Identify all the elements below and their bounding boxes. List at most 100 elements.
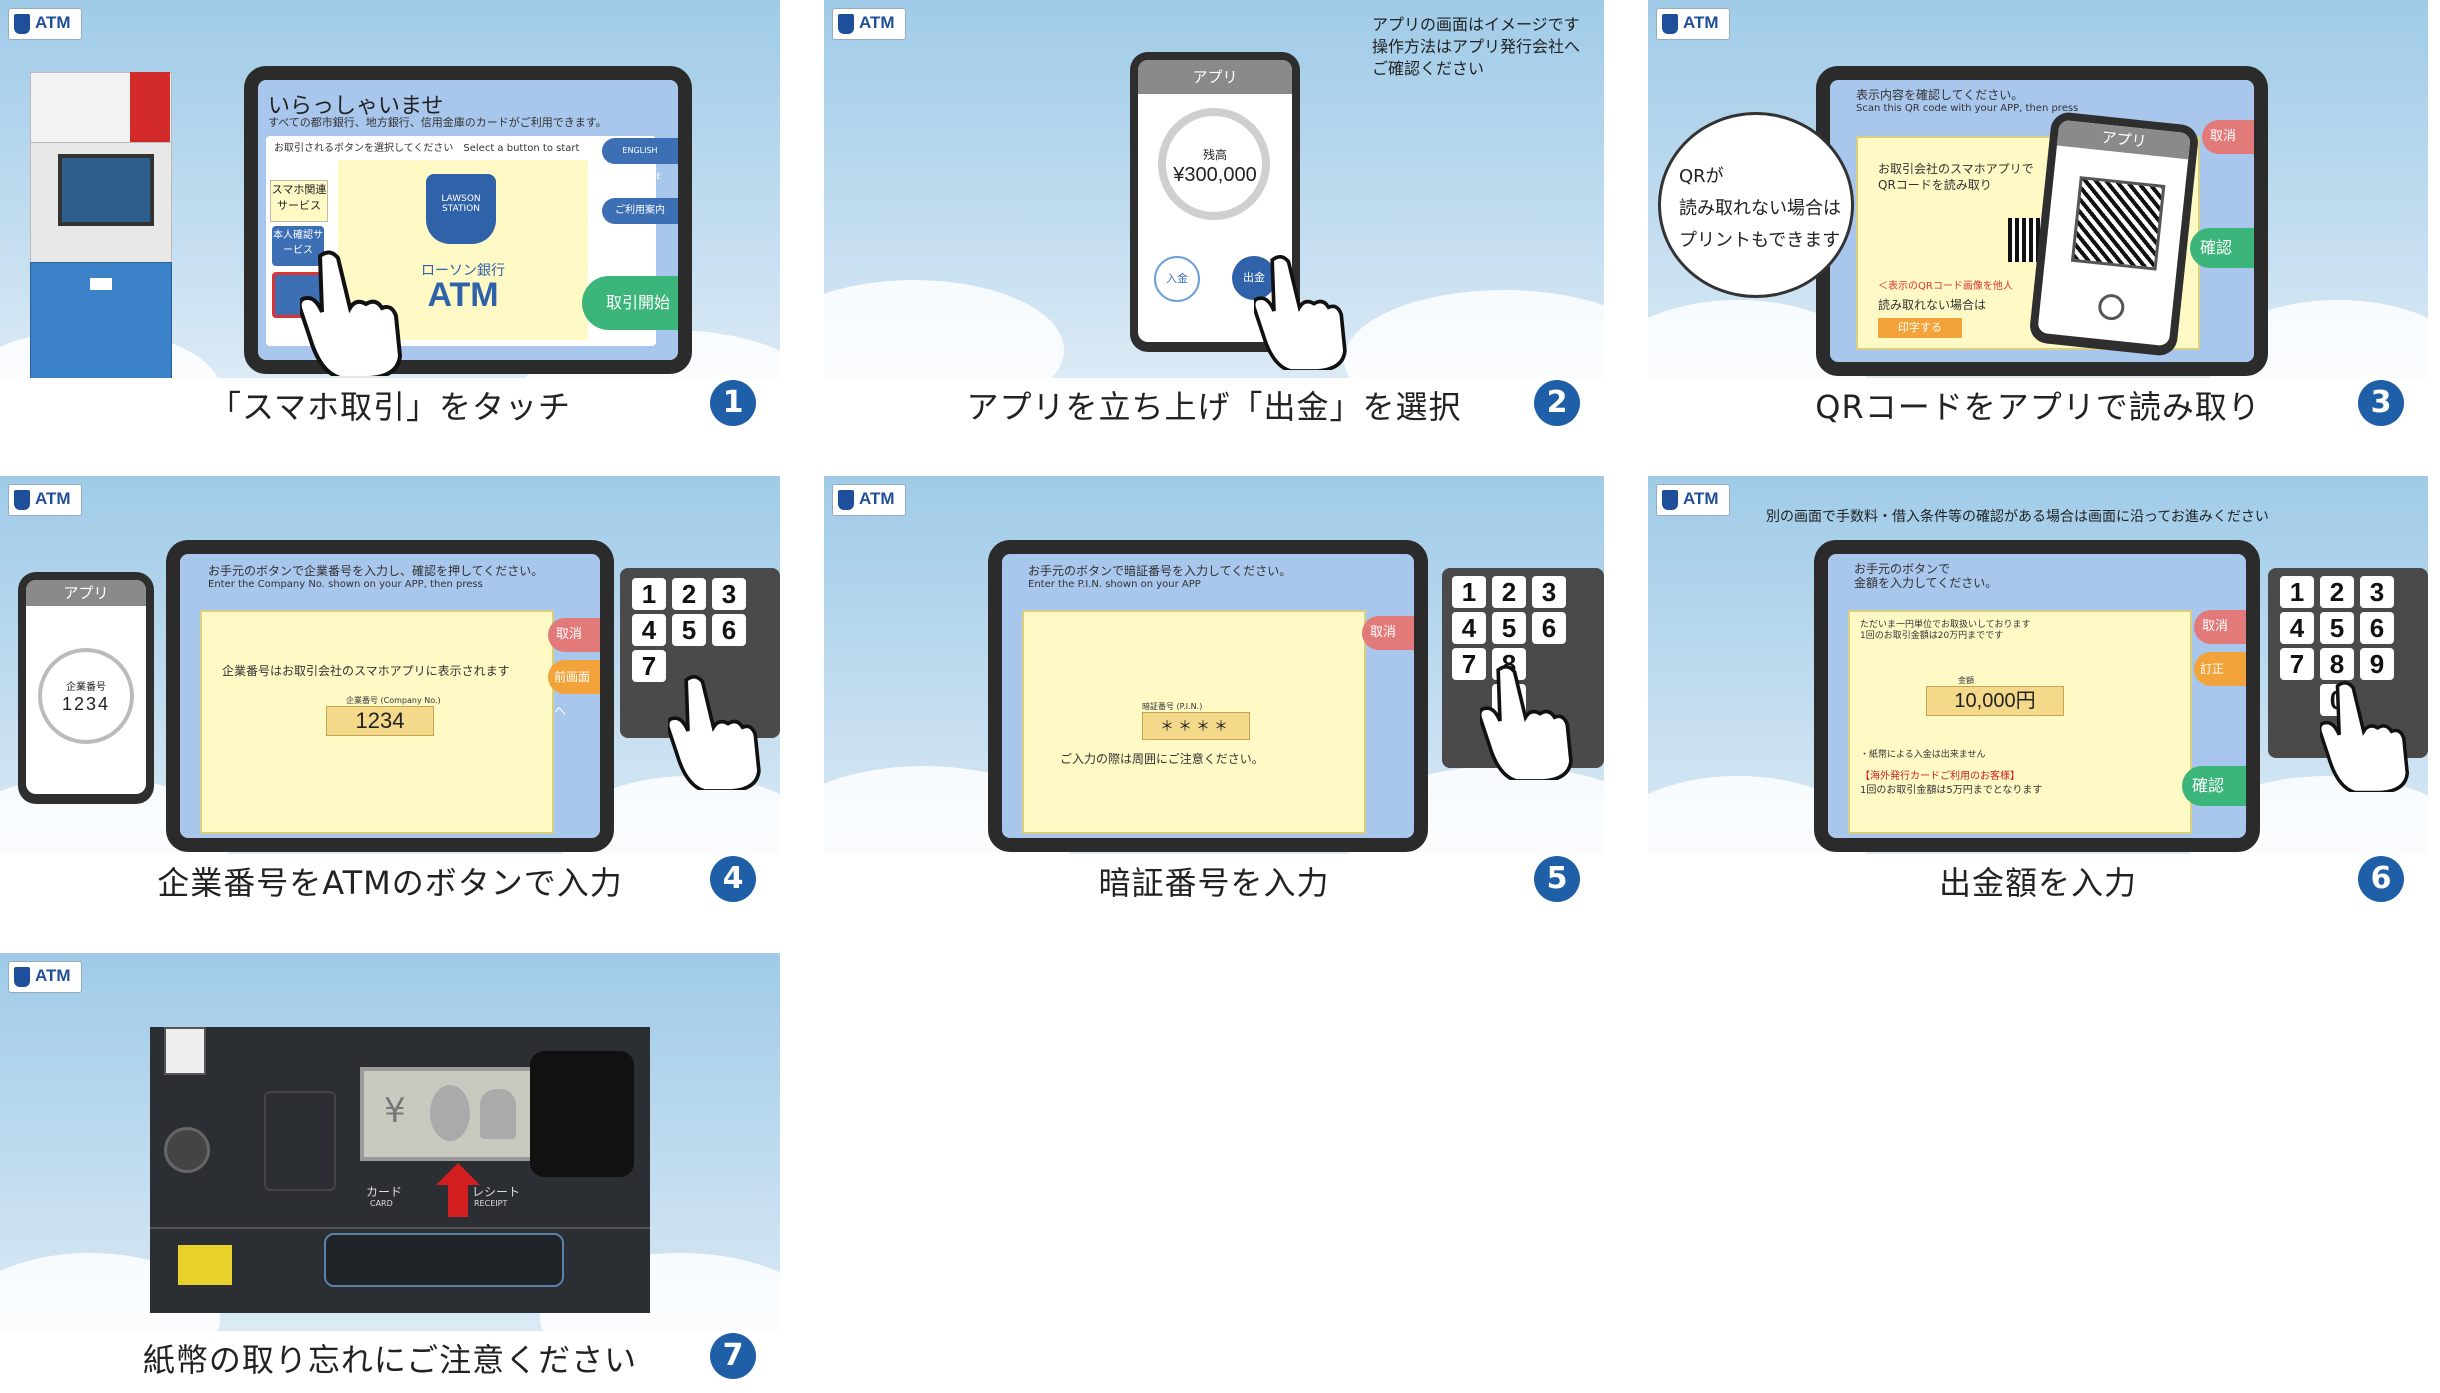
yellow-sticker bbox=[178, 1245, 232, 1285]
brand-atm: ATM bbox=[427, 276, 499, 314]
step-5-caption: 暗証番号を入力 bbox=[1098, 864, 1330, 902]
cancel-button[interactable]: 取消 bbox=[2194, 610, 2246, 644]
step-4-panel: ATM アプリ 企業番号 1234 お手元のボタンで企業番号を入力し、確認を押し… bbox=[0, 476, 780, 916]
key-2[interactable]: 2 bbox=[672, 578, 706, 610]
pin-input[interactable]: ＊＊＊＊ bbox=[1142, 712, 1250, 740]
step-2-panel: ATM アプリの画面はイメージです 操作方法はアプリ発行会社へ ご確認ください … bbox=[824, 0, 1604, 440]
key-1[interactable]: 1 bbox=[1452, 576, 1486, 608]
receipt-label: レシート bbox=[472, 1185, 521, 1199]
cancel-button[interactable]: 取消 bbox=[2202, 120, 2254, 154]
bank-logo-icon bbox=[14, 967, 30, 987]
amount-foot-2: 【海外発行カードご利用のお客様】 bbox=[1860, 771, 2020, 782]
balance-amount: ¥300,000 bbox=[1173, 164, 1257, 186]
qr-cant-read: 読み取れない場合は bbox=[1878, 298, 1987, 312]
fee-note: 別の画面で手数料・借入条件等の確認がある場合は画面に沿ってお進みください bbox=[1766, 509, 2269, 525]
welcome-text: いらっしゃいませ bbox=[268, 94, 444, 119]
amount-foot-1: ・紙幣による入金は出来ません bbox=[1860, 750, 1986, 760]
key-4[interactable]: 4 bbox=[1452, 612, 1486, 644]
back-button[interactable]: 前画面へ bbox=[548, 660, 600, 718]
bank-logo-icon bbox=[838, 14, 854, 34]
company-number-input[interactable]: 1234 bbox=[326, 706, 434, 736]
key-8[interactable]: 8 bbox=[2320, 648, 2354, 680]
confirm-button[interactable]: 確認 bbox=[2182, 766, 2246, 806]
key-5[interactable]: 5 bbox=[1492, 612, 1526, 644]
step-4-number: 4 bbox=[710, 856, 756, 902]
qr-warning: ＜表示のQRコード画像を他人 bbox=[1878, 281, 2013, 292]
app-title: アプリ bbox=[26, 580, 146, 606]
key-5[interactable]: 5 bbox=[2320, 612, 2354, 644]
company-body: 企業番号はお取引会社のスマホアプリに表示されます bbox=[222, 664, 510, 678]
atm-keypad: 1 2 3 4 5 6 7 8 0 bbox=[1442, 568, 1604, 768]
qr-instruction: 表示内容を確認してください。 bbox=[1856, 88, 2024, 102]
key-7[interactable]: 7 bbox=[632, 650, 666, 682]
confirm-button[interactable]: 確認 bbox=[2190, 228, 2254, 268]
balance-label: 残高 bbox=[1202, 148, 1227, 162]
key-3[interactable]: 3 bbox=[2360, 576, 2394, 608]
pointing-hand-icon bbox=[1480, 665, 1573, 780]
key-4[interactable]: 4 bbox=[632, 614, 666, 646]
guide-button[interactable]: ご利用案内 bbox=[602, 198, 678, 224]
welcome-sub: すべての都市銀行、地方銀行、信用金庫のカードがご利用できます。 bbox=[268, 116, 607, 129]
atm-logo: ATM bbox=[832, 8, 906, 40]
card-label-en: CARD bbox=[370, 1199, 393, 1208]
atm-panel-illustration: ¥ カード CARD レシート RECEIPT bbox=[150, 1027, 650, 1313]
key-1[interactable]: 1 bbox=[2280, 576, 2314, 608]
withdraw-button[interactable]: 出金 bbox=[1232, 256, 1276, 300]
key-9[interactable]: 9 bbox=[2360, 648, 2394, 680]
amount-foot-3: 1回のお取引金額は5万円までとなります bbox=[1860, 785, 2043, 796]
print-button[interactable]: 印字する bbox=[1878, 318, 1962, 338]
key-2[interactable]: 2 bbox=[1492, 576, 1526, 608]
key-5[interactable]: 5 bbox=[672, 614, 706, 646]
key-3[interactable]: 3 bbox=[1532, 576, 1566, 608]
atm-logo: ATM bbox=[8, 8, 82, 40]
speech-bubble: QRが 読み取れない場合は プリントもできます bbox=[1658, 112, 1854, 298]
deposit-button[interactable]: 入金 bbox=[1154, 256, 1200, 302]
key-7[interactable]: 7 bbox=[2280, 648, 2314, 680]
menu-smartphone[interactable]: スマホ関連サービス bbox=[270, 180, 328, 222]
bank-logo-icon bbox=[838, 490, 854, 510]
step-6-number: 6 bbox=[2358, 856, 2404, 902]
pointing-hand-icon bbox=[668, 675, 761, 790]
pin-instruction-en: Enter the P.I.N. shown on your APP bbox=[1028, 579, 1201, 590]
step-2-caption: アプリを立ち上げ「出金」を選択 bbox=[966, 388, 1462, 426]
banknote: ¥ bbox=[360, 1067, 538, 1161]
atm-logo: ATM bbox=[1656, 484, 1730, 516]
pointing-hand-icon bbox=[2320, 681, 2410, 792]
key-3[interactable]: 3 bbox=[712, 578, 746, 610]
app-company-label: 企業番号 bbox=[66, 682, 106, 693]
menu-identity[interactable]: 本人確認サービス bbox=[272, 226, 324, 266]
key-6[interactable]: 6 bbox=[1532, 612, 1566, 644]
step-5-number: 5 bbox=[1534, 856, 1580, 902]
correct-button[interactable]: 訂正 bbox=[2194, 652, 2246, 686]
step-1-caption: 「スマホ取引」をタッチ bbox=[208, 388, 572, 426]
key-7[interactable]: 7 bbox=[1452, 648, 1486, 680]
key-6[interactable]: 6 bbox=[2360, 612, 2394, 644]
key-1[interactable]: 1 bbox=[632, 578, 666, 610]
company-instruction-en: Enter the Company No. shown on your APP,… bbox=[208, 579, 483, 590]
atm-logo: ATM bbox=[1656, 8, 1730, 40]
step-1-number: 1 bbox=[710, 380, 756, 426]
app-title: アプリ bbox=[1138, 60, 1292, 94]
amount-body: ただいま一円単位でお取扱いしております 1回のお取引金額は20万円までです bbox=[1860, 620, 2031, 641]
step-3-panel: ATM 表示内容を確認してください。 Scan this QR code wit… bbox=[1648, 0, 2428, 440]
pin-instruction: お手元のボタンで暗証番号を入力してください。 bbox=[1028, 564, 1292, 578]
english-guidance-button[interactable]: ENGLISH GUIDANCE bbox=[602, 138, 678, 181]
start-button[interactable]: 取引開始 bbox=[582, 276, 678, 330]
step-4-caption: 企業番号をATMのボタンで入力 bbox=[157, 864, 623, 902]
atm-logo: ATM bbox=[8, 961, 82, 993]
qr-body-2: QRコードを読み取り bbox=[1878, 178, 1992, 192]
key-2[interactable]: 2 bbox=[2320, 576, 2354, 608]
amount-input[interactable]: 10,000円 bbox=[1926, 686, 2064, 716]
bank-logo-icon bbox=[14, 14, 30, 34]
cancel-button[interactable]: 取消 bbox=[548, 618, 600, 652]
shutter-icon[interactable] bbox=[2097, 292, 2126, 322]
key-4[interactable]: 4 bbox=[2280, 612, 2314, 644]
camera-icon bbox=[164, 1127, 210, 1173]
key-6[interactable]: 6 bbox=[712, 614, 746, 646]
app-title: アプリ bbox=[2056, 119, 2191, 160]
pointing-hand-icon bbox=[1254, 255, 1347, 370]
cancel-button[interactable]: 取消 bbox=[1362, 616, 1414, 650]
step-6-caption: 出金額を入力 bbox=[1938, 864, 2137, 902]
step-7-number: 7 bbox=[710, 1333, 756, 1379]
receipt-label-en: RECEIPT bbox=[474, 1199, 508, 1208]
